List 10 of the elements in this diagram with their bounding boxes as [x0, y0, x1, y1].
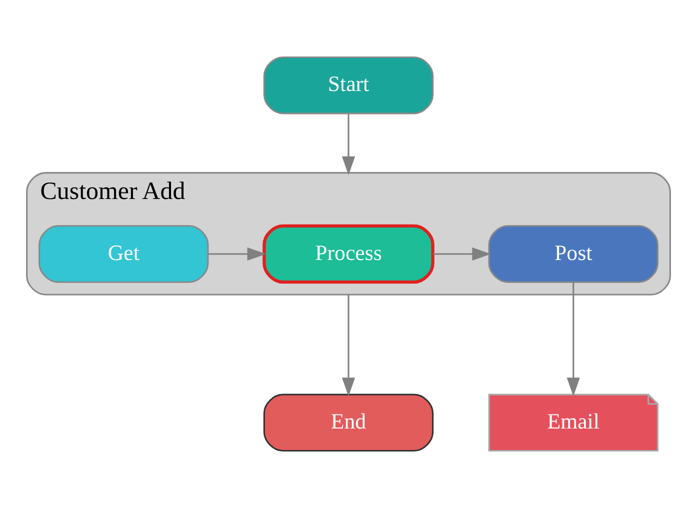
node-box: Post	[488, 224, 658, 282]
arrow	[566, 282, 580, 396]
arrow	[433, 246, 491, 260]
node-box: Get	[38, 224, 209, 282]
arrow	[342, 113, 356, 175]
arrow	[342, 294, 356, 396]
arrow	[208, 246, 266, 260]
node-box: Process	[262, 224, 434, 284]
node-box: Start	[263, 56, 434, 114]
node-box: End	[263, 393, 434, 452]
